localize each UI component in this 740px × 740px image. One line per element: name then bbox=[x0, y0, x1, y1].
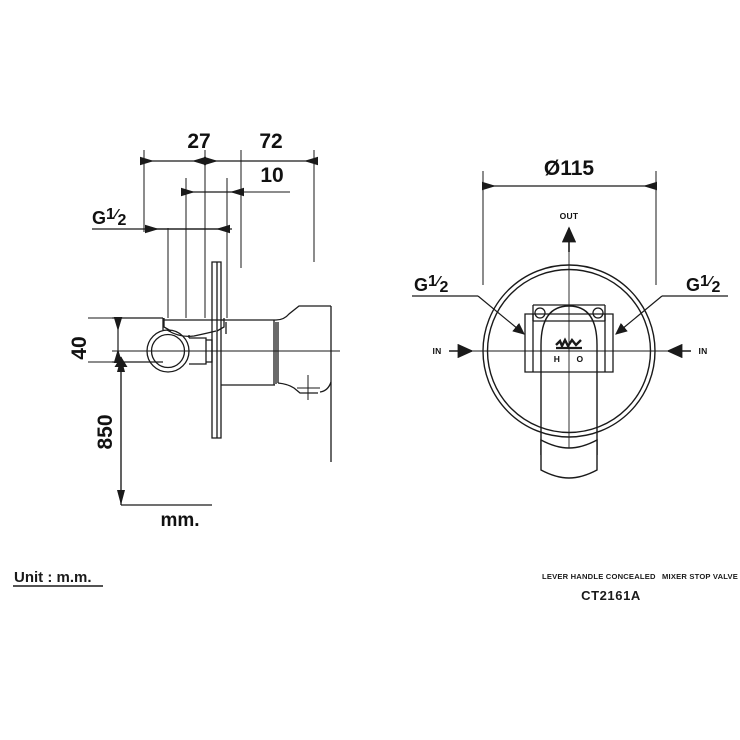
unit-note-label: Unit : m.m. bbox=[14, 569, 92, 586]
product-name-line-left: LEVER HANDLE CONCEALED bbox=[542, 572, 656, 581]
dim-line-diameter bbox=[481, 171, 658, 285]
dimension-label-10: 10 bbox=[260, 164, 283, 187]
side-view-valve-body bbox=[112, 317, 227, 373]
outlet-label: OUT bbox=[560, 211, 579, 221]
cold-mark-label: O bbox=[577, 354, 584, 364]
product-name-line-right: MIXER STOP VALVE bbox=[662, 572, 738, 581]
footer-block: Unit : m.m. LEVER HANDLE CONCEALED MIXER… bbox=[13, 569, 738, 603]
floor-note-label: mm. bbox=[160, 510, 199, 531]
dimension-label-40: 40 bbox=[68, 336, 91, 359]
thread-callout-front-right bbox=[615, 295, 728, 335]
dim-line-850 bbox=[114, 356, 212, 506]
dimension-label-27: 27 bbox=[187, 130, 210, 153]
dimension-label-diameter: Ø115 bbox=[544, 157, 595, 180]
front-view-escutcheon-plate bbox=[482, 264, 656, 438]
side-view-escutcheon bbox=[221, 319, 279, 386]
side-view-wall-plate bbox=[211, 261, 222, 439]
side-view-extension-lines bbox=[143, 150, 315, 318]
front-elevation-view: Ø115 OUT IN IN bbox=[412, 157, 728, 479]
front-view-lever-tip bbox=[540, 438, 598, 479]
inlet-label-right: IN bbox=[698, 346, 707, 356]
dimension-label-850: 850 bbox=[94, 414, 117, 449]
dimension-label-72: 72 bbox=[259, 130, 282, 153]
hot-mark-label: H bbox=[554, 354, 560, 364]
brand-logo-icon bbox=[555, 337, 582, 350]
side-view-lever-handle bbox=[275, 305, 333, 462]
thread-callout-front-left-label: G1⁄2 bbox=[414, 273, 448, 296]
side-section-view: 27 72 10 G1⁄2 40 bbox=[68, 130, 340, 531]
model-code-label: CT2161A bbox=[581, 588, 641, 603]
thread-callout-front-left bbox=[412, 295, 525, 335]
inlet-label-left: IN bbox=[432, 346, 441, 356]
thread-callout-front-right-label: G1⁄2 bbox=[686, 273, 720, 296]
front-view-centerlines bbox=[455, 248, 685, 468]
thread-callout-side-label: G1⁄2 bbox=[92, 206, 126, 229]
